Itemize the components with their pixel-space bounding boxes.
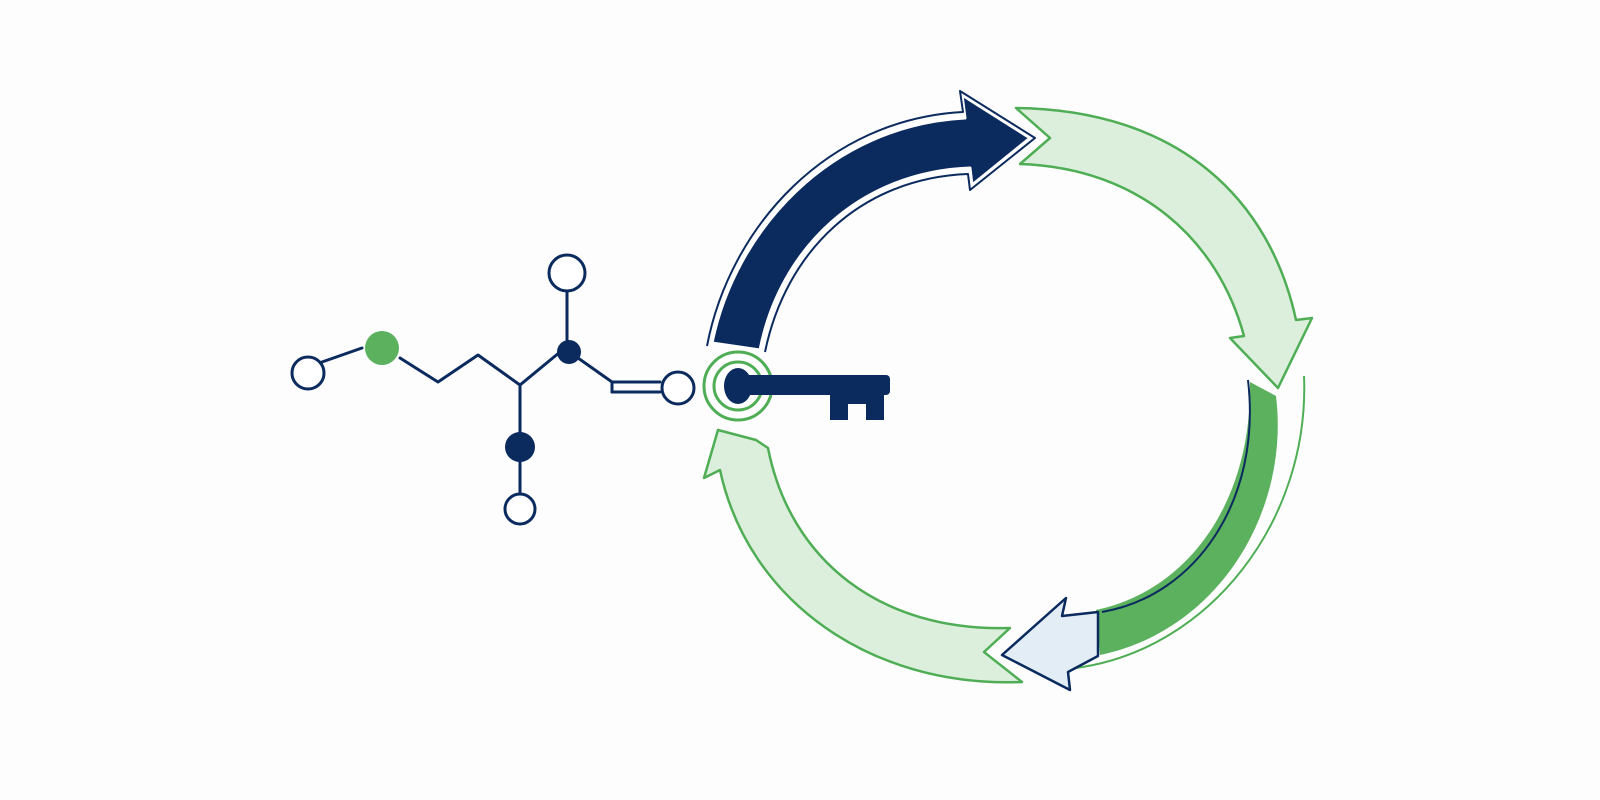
key-group bbox=[702, 350, 890, 422]
atom-hollow bbox=[290, 355, 326, 391]
atom-filled bbox=[505, 432, 535, 462]
arrow-bottom-right-outline2 bbox=[1075, 375, 1306, 669]
bond bbox=[320, 346, 364, 364]
arrow-bottom-left bbox=[702, 428, 1024, 684]
key-shaft bbox=[740, 375, 890, 395]
arrow-top-left-outline bbox=[706, 90, 1036, 353]
bond-chain bbox=[398, 350, 562, 387]
molecule-bonds bbox=[320, 290, 662, 494]
arrow-bottom-head bbox=[1000, 596, 1100, 692]
key-icon bbox=[724, 368, 890, 420]
bond bbox=[576, 356, 614, 384]
molecule-structure bbox=[290, 253, 696, 526]
cycle-arrows bbox=[702, 90, 1314, 692]
atom-hollow bbox=[503, 492, 537, 526]
key-tooth-bridge bbox=[830, 392, 884, 404]
arrow-bottom-right-outline bbox=[1101, 379, 1251, 613]
arrow-top-left bbox=[710, 93, 1032, 352]
arrow-top-right bbox=[1014, 106, 1314, 390]
atom-hollow bbox=[547, 253, 587, 293]
atom-green bbox=[365, 331, 399, 365]
atom-hollow bbox=[660, 370, 696, 406]
atom-filled bbox=[557, 340, 581, 364]
arrow-bottom-right bbox=[1096, 382, 1278, 655]
